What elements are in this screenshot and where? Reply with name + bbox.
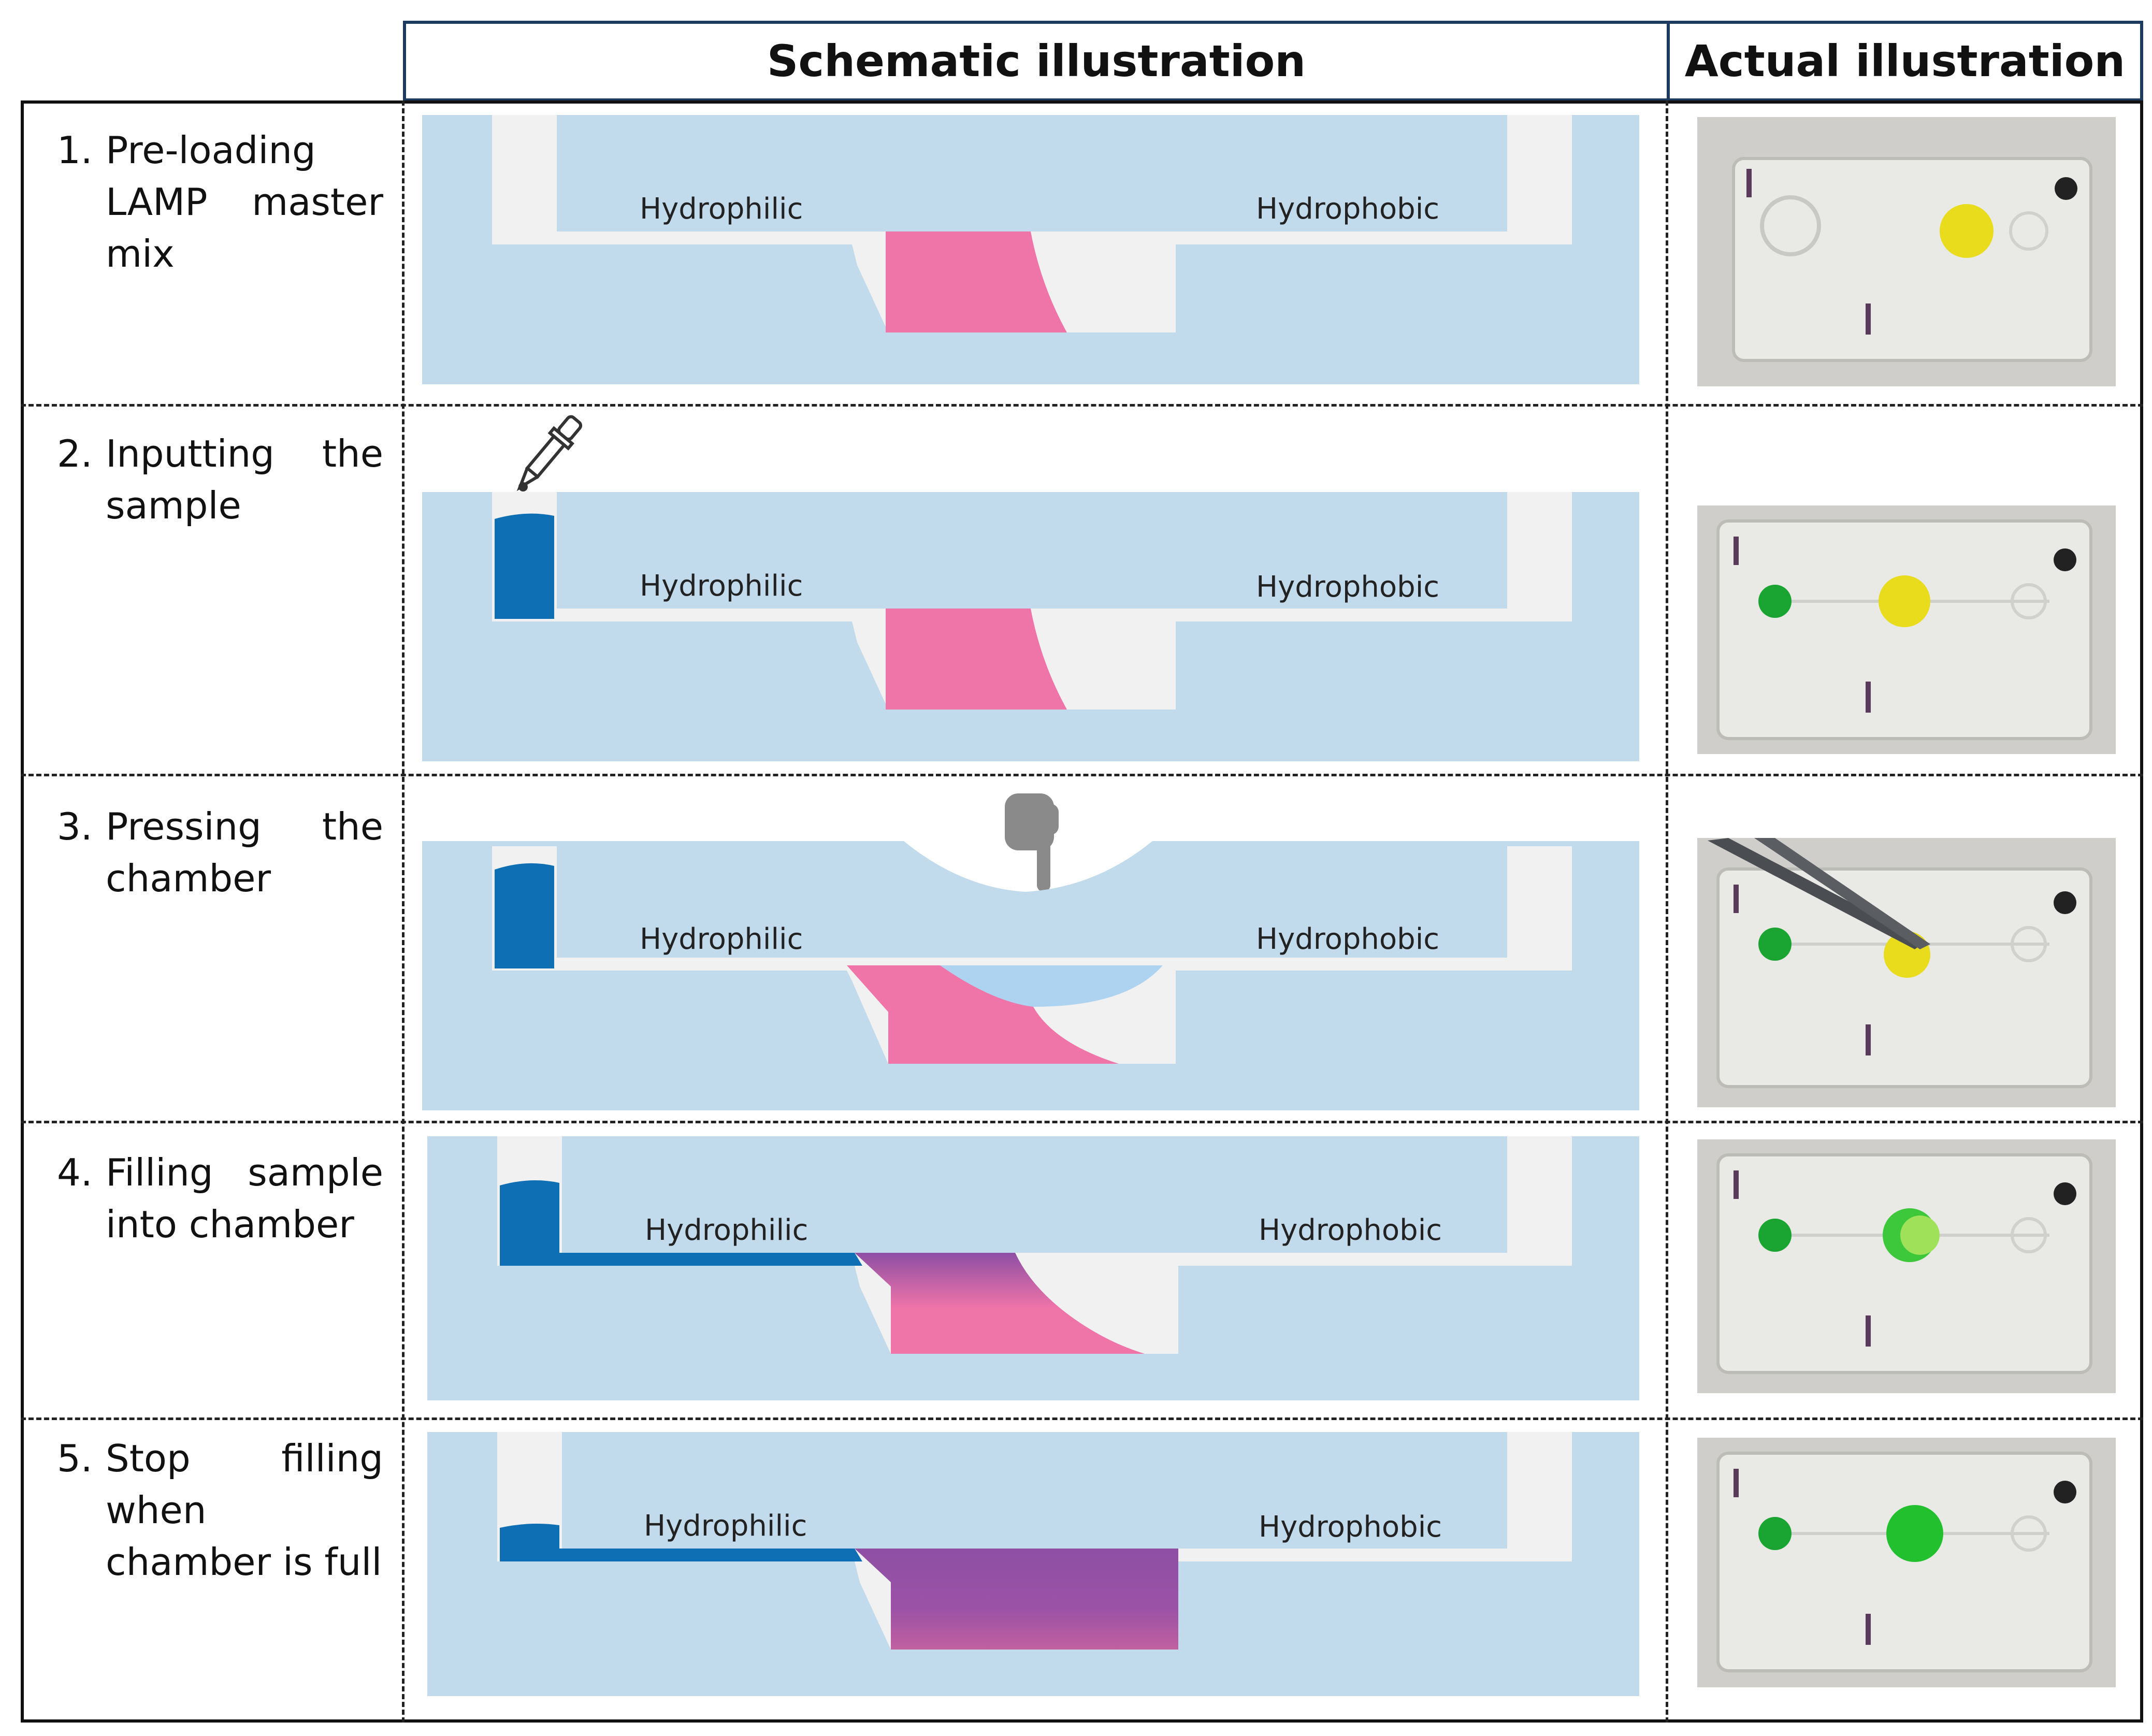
hydrophobic-label: Hydrophobic (1259, 1213, 1442, 1247)
schematic-header-text: Schematic illustration (767, 36, 1306, 86)
schematic-step-3: Hydrophilic Hydrophobic (422, 793, 1639, 1110)
step-number: 2. (57, 432, 93, 475)
actual-header: Actual illustration (1667, 21, 2143, 102)
yellow-drop (1879, 575, 1930, 627)
sample-reservoir (495, 513, 554, 619)
step-text: Filling sample into chamber (106, 1151, 383, 1246)
schematic-header: Schematic illustration (403, 21, 1670, 102)
hydrophilic-label: Hydrophilic (644, 1509, 807, 1543)
step-3-label: 3. Pressing the chamber (57, 801, 383, 904)
photo-step-4 (1697, 1139, 2116, 1393)
photo-step-3 (1697, 838, 2116, 1107)
step-number: 3. (57, 805, 93, 848)
column-separator-left (402, 100, 405, 1723)
photo-step-1 (1697, 117, 2116, 386)
row-separator (21, 1417, 2143, 1420)
yellow-drop (1940, 204, 1994, 258)
sample-reservoir (495, 863, 554, 968)
column-separator-right (1666, 100, 1668, 1723)
hydrophobic-label: Hydrophobic (1256, 922, 1439, 956)
step-number: 1. (57, 128, 93, 172)
schematic-step-1: Hydrophilic Hydrophobic (422, 115, 1639, 384)
hydrophilic-label: Hydrophilic (645, 1213, 808, 1247)
hydrophobic-label: Hydrophobic (1259, 1510, 1442, 1544)
schematic-step-4: Hydrophilic Hydrophobic (427, 1136, 1639, 1400)
row-separator (21, 1121, 2143, 1123)
master-mix (886, 232, 1067, 332)
photo-step-2 (1697, 505, 2116, 754)
step-4-label: 4. Filling sample into chamber (57, 1147, 383, 1250)
pressed-air-bubble (847, 965, 1163, 1007)
schematic-step-2: Hydrophilic Hydrophobic (422, 415, 1639, 761)
hydrophilic-label: Hydrophilic (640, 569, 803, 603)
step-1-label: 1. Pre-loading LAMP master mix (57, 124, 383, 280)
tweezers-icon (1708, 838, 1930, 949)
schematic-step-5: Hydrophilic Hydrophobic (427, 1432, 1639, 1696)
actual-header-text: Actual illustration (1684, 36, 2126, 86)
step-number: 5. (57, 1437, 93, 1480)
mixing-in-chamber (855, 1253, 1145, 1354)
photo-step-5 (1697, 1438, 2116, 1687)
hydrophobic-label: Hydrophobic (1256, 570, 1439, 604)
filled-chamber (855, 1549, 1178, 1650)
row-separator (21, 404, 2143, 407)
hydrophilic-label: Hydrophilic (640, 192, 803, 226)
step-text: Pressing the chamber (106, 805, 383, 900)
pointing-hand-icon (1005, 793, 1059, 892)
hydrophilic-label: Hydrophilic (640, 922, 803, 956)
step-text: Pre-loading LAMP master mix (106, 128, 383, 276)
step-number: 4. (57, 1151, 93, 1194)
step-text: Stop filling when chamber is full (106, 1437, 383, 1584)
green-drop (1758, 585, 1792, 618)
master-mix (886, 609, 1067, 710)
row-separator (21, 774, 2143, 776)
green-chamber (1886, 1505, 1943, 1562)
hydrophobic-label: Hydrophobic (1256, 192, 1439, 226)
step-text: Inputting the sample (106, 432, 383, 527)
green-drop (1758, 928, 1792, 961)
sample-in-channel (500, 1523, 862, 1561)
green-drop (1758, 1517, 1792, 1550)
table-frame (21, 100, 2143, 1723)
step-2-label: 2. Inputting the sample (57, 428, 383, 531)
step-5-label: 5. Stop filling when chamber is full (57, 1433, 383, 1588)
master-mix (847, 965, 1119, 1064)
sample-in-channel (500, 1180, 862, 1266)
green-drop (1758, 1219, 1792, 1252)
dropper-icon (516, 415, 583, 491)
